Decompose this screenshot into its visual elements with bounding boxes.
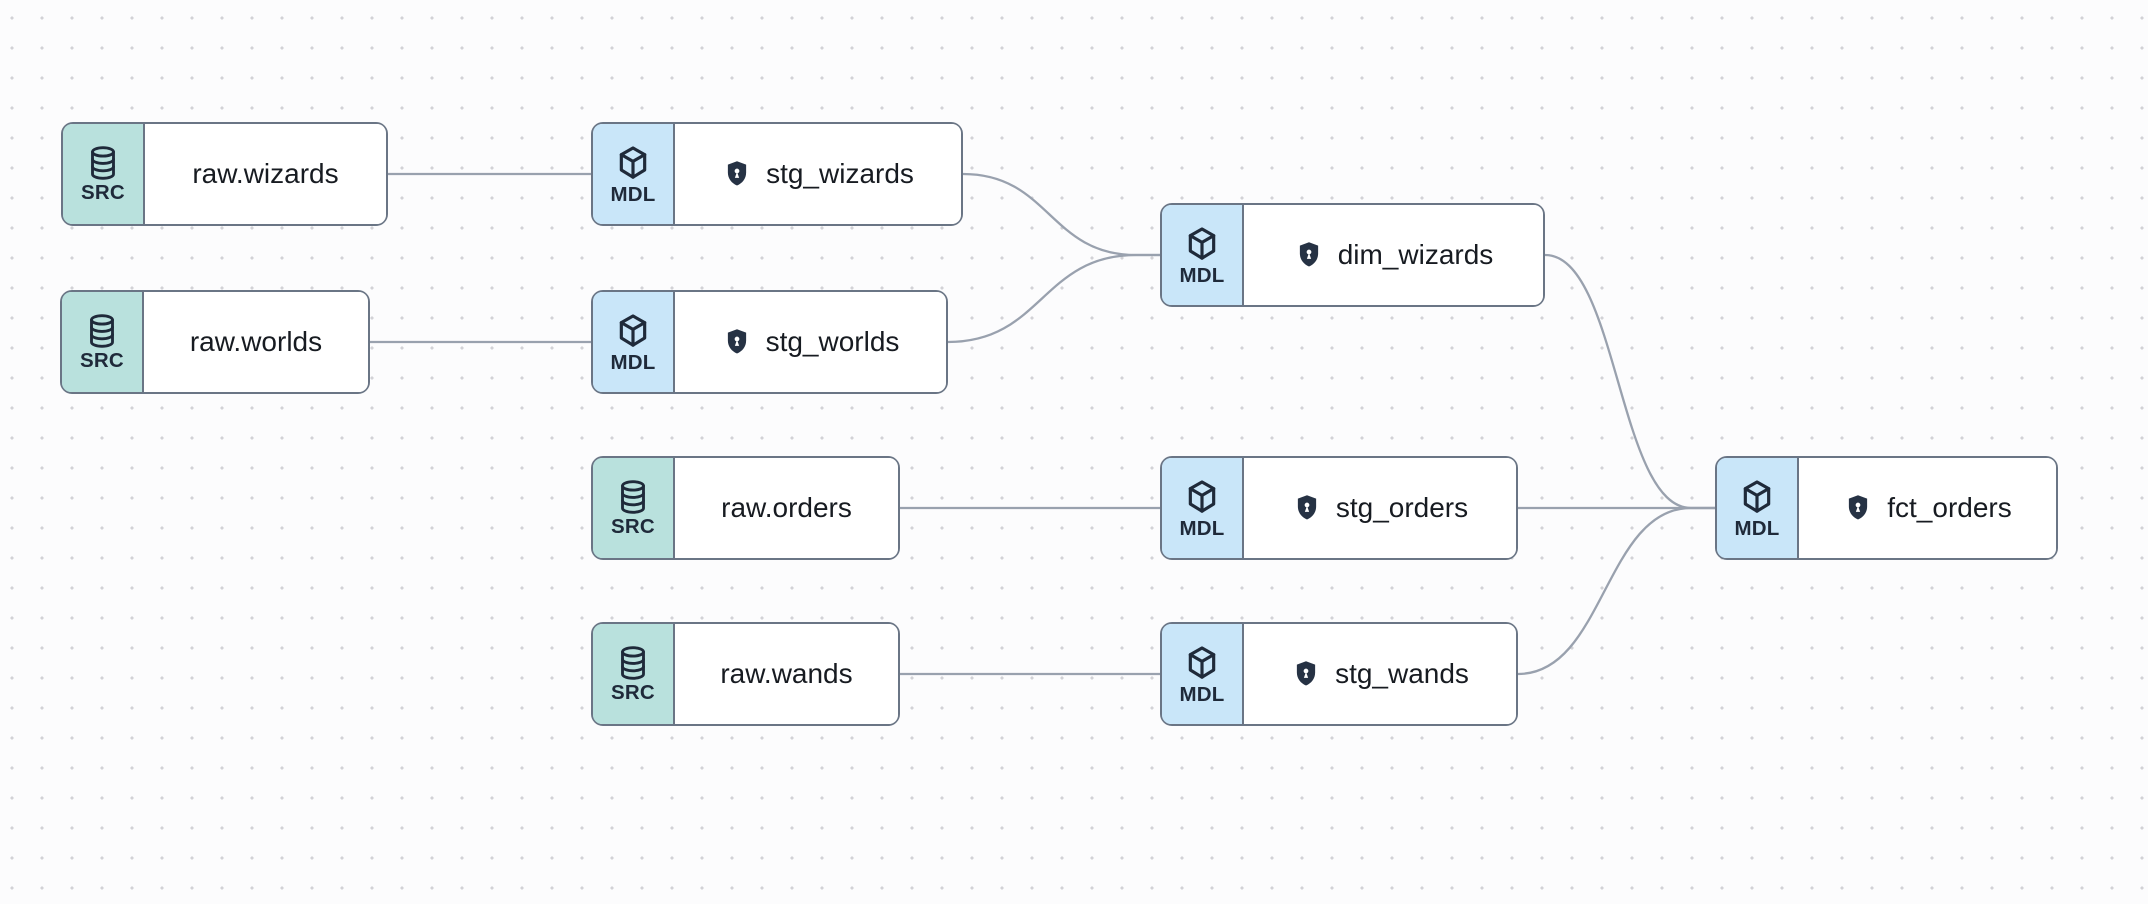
node-stg_wizards[interactable]: MDL stg_wizards: [591, 122, 963, 226]
shield-lock-icon: [1292, 493, 1322, 523]
node-body: raw.wands: [675, 624, 898, 724]
node-stg_orders[interactable]: MDL stg_orders: [1160, 456, 1518, 560]
node-type-label: SRC: [81, 181, 125, 205]
node-type-label: MDL: [1179, 264, 1225, 288]
node-type-label: MDL: [1734, 517, 1780, 541]
node-body: stg_orders: [1244, 458, 1516, 558]
node-type-label: SRC: [611, 515, 655, 539]
node-name: stg_worlds: [765, 326, 900, 357]
edge-stg_worlds-dim_wizards: [946, 253, 1162, 344]
node-name: stg_orders: [1335, 492, 1469, 523]
node-body: raw.orders: [675, 458, 898, 558]
node-type-badge: MDL: [1162, 205, 1244, 305]
node-body: stg_wands: [1244, 624, 1516, 724]
node-type-label: SRC: [611, 681, 655, 705]
cube-icon: [1182, 224, 1222, 264]
shield-lock-icon: [1843, 493, 1873, 523]
edge-stg_wizards-dim_wizards: [961, 172, 1162, 257]
database-icon: [85, 145, 121, 181]
node-type-badge: SRC: [63, 124, 145, 224]
node-type-badge: SRC: [593, 458, 675, 558]
node-raw_worlds[interactable]: SRC raw.worlds: [60, 290, 370, 394]
node-type-badge: MDL: [1162, 458, 1244, 558]
edge-stg_wands-fct_orders: [1516, 506, 1717, 676]
node-type-badge: MDL: [1717, 458, 1799, 558]
node-body: raw.wizards: [145, 124, 386, 224]
node-name: dim_wizards: [1337, 239, 1494, 270]
cube-icon: [1182, 643, 1222, 683]
database-icon: [615, 645, 651, 681]
node-type-badge: MDL: [593, 292, 675, 392]
node-fct_orders[interactable]: MDL fct_orders: [1715, 456, 2058, 560]
node-name: raw.wizards: [192, 158, 339, 189]
node-type-label: MDL: [1179, 517, 1225, 541]
database-icon: [84, 313, 120, 349]
node-body: stg_wizards: [675, 124, 961, 224]
shield-lock-icon: [722, 327, 752, 357]
node-name: raw.orders: [721, 492, 852, 523]
node-body: dim_wizards: [1244, 205, 1543, 305]
node-type-label: MDL: [610, 183, 656, 207]
node-raw_orders[interactable]: SRC raw.orders: [591, 456, 900, 560]
cube-icon: [1737, 477, 1777, 517]
node-body: stg_worlds: [675, 292, 946, 392]
node-body: raw.worlds: [144, 292, 368, 392]
shield-lock-icon: [1294, 240, 1324, 270]
cube-icon: [1182, 477, 1222, 517]
node-type-label: MDL: [610, 351, 656, 375]
node-type-badge: SRC: [62, 292, 144, 392]
node-name: raw.worlds: [189, 326, 323, 357]
edge-dim_wizards-fct_orders: [1543, 253, 1717, 510]
node-name: raw.wands: [720, 658, 853, 689]
node-name: stg_wizards: [766, 158, 914, 189]
node-type-badge: MDL: [593, 124, 675, 224]
database-icon: [615, 479, 651, 515]
node-body: fct_orders: [1799, 458, 2056, 558]
shield-lock-icon: [722, 159, 752, 189]
node-type-badge: MDL: [1162, 624, 1244, 724]
node-raw_wands[interactable]: SRC raw.wands: [591, 622, 900, 726]
node-raw_wizards[interactable]: SRC raw.wizards: [61, 122, 388, 226]
node-name: fct_orders: [1887, 492, 2012, 523]
node-type-label: MDL: [1179, 683, 1225, 707]
cube-icon: [613, 311, 653, 351]
node-dim_wizards[interactable]: MDL dim_wizards: [1160, 203, 1545, 307]
shield-lock-icon: [1291, 659, 1321, 689]
cube-icon: [613, 143, 653, 183]
node-name: stg_wands: [1335, 658, 1469, 689]
node-stg_worlds[interactable]: MDL stg_worlds: [591, 290, 948, 394]
node-type-badge: SRC: [593, 624, 675, 724]
node-stg_wands[interactable]: MDL stg_wands: [1160, 622, 1518, 726]
node-type-label: SRC: [80, 349, 124, 373]
